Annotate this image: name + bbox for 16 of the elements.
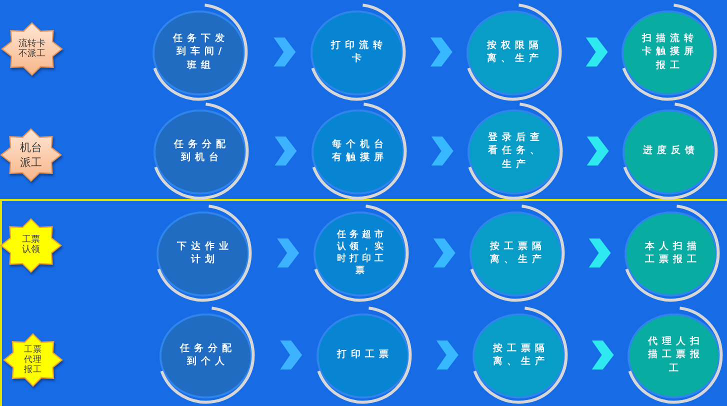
chevron-arrow — [430, 38, 452, 66]
chevron-arrow — [436, 340, 458, 370]
chevron-arrow — [431, 136, 454, 166]
star-badge: 工票代理报工 — [3, 333, 63, 387]
star-badge: 流转卡不派工 — [1, 22, 63, 76]
chevron-arrow — [592, 340, 614, 370]
chevron-arrow — [280, 340, 302, 370]
chevron-arrow — [586, 136, 609, 166]
chevron-arrow — [588, 238, 611, 268]
star-badge: 工票认领 — [0, 218, 62, 272]
chevron-arrow — [277, 238, 300, 268]
chevron-arrow — [586, 38, 608, 66]
star-badge: 机台派工 — [0, 128, 62, 182]
chevron-arrow — [274, 136, 297, 166]
chevron-arrow — [274, 38, 296, 66]
chevron-arrow — [433, 238, 456, 268]
